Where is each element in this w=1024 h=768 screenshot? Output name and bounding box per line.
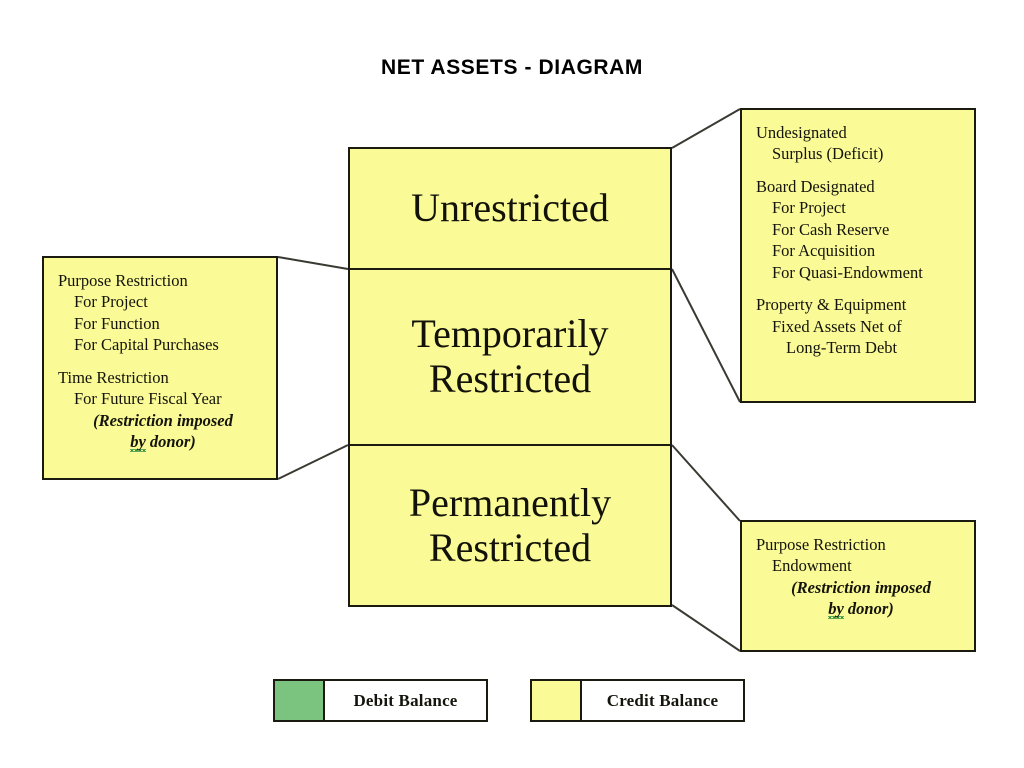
right-top-item-fixed-assets-net-of: Fixed Assets Net of [772,316,902,336]
connector-right-bottom-lower [671,604,741,652]
connector-right-top-lower [671,268,741,403]
connector-right-bottom-upper [671,444,741,522]
legend-swatch-debit [275,681,325,720]
right-top-heading-undesignated: Undesignated [756,123,847,142]
left-heading-time-restriction: Time Restriction [58,367,169,387]
left-spacer [58,356,262,367]
unrestricted-detail-box[interactable]: Undesignated Surplus (Deficit) Board Des… [740,108,976,403]
net-asset-class-temporarily-restricted[interactable]: Temporarily Restricted [348,268,672,446]
unrestricted-label: Unrestricted [411,185,609,231]
net-asset-class-unrestricted[interactable]: Unrestricted [348,147,672,270]
right-bottom-heading-purpose-restriction: Purpose Restriction [756,535,886,554]
legend-item-credit-balance[interactable]: Credit Balance [530,679,745,722]
right-top-item-for-project: For Project [772,198,846,218]
right-top-item-for-cash-reserve: For Cash Reserve [772,219,890,239]
right-top-heading-property-equipment: Property & Equipment [756,295,907,315]
right-top-spacer-1 [756,165,960,176]
permanently-restricted-line-2: Restricted [428,524,592,570]
left-note-line-1: (Restriction imposed [93,410,233,430]
connector-left-lower [277,444,349,480]
temporarily-restricted-line-2: Restricted [428,356,592,401]
legend-item-debit-balance[interactable]: Debit Balance [273,679,488,722]
legend-label-debit: Debit Balance [353,690,458,710]
right-top-item-for-quasi-endowment: For Quasi-Endowment [772,262,923,282]
left-item-for-capital-purchases: For Capital Purchases [74,335,219,355]
right-bottom-note-line-1: (Restriction imposed [791,577,931,597]
right-bottom-item-endowment: Endowment [772,556,852,576]
left-item-for-future-fiscal-year: For Future Fiscal Year [74,389,222,409]
left-restriction-note: (Restriction imposed by donor) [58,410,262,452]
left-item-for-function: For Function [74,313,160,333]
right-bottom-restriction-note: (Restriction imposed by donor) [756,577,960,619]
page-title: NET ASSETS - DIAGRAM [380,56,644,79]
left-note-line-2-rest: donor) [149,431,196,451]
temporarily-restricted-line-1: Temporarily [411,311,609,357]
connector-right-top-upper [671,108,741,149]
right-bottom-note-line-2-rest: donor) [847,598,894,618]
permanently-restricted-line-1: Permanently [408,479,612,525]
right-top-heading-board-designated: Board Designated [756,176,875,196]
right-top-item-long-term-debt: Long-Term Debt [786,337,898,357]
permanently-restricted-detail-box[interactable]: Purpose Restriction Endowment (Restricti… [740,520,976,652]
temporarily-restricted-label: Temporarily Restricted [411,311,609,402]
permanently-restricted-label: Permanently Restricted [408,479,612,571]
right-top-spacer-2 [756,283,960,294]
right-top-item-surplus-deficit: Surplus (Deficit) [772,144,884,164]
right-top-item-for-acquisition: For Acquisition [772,241,876,261]
left-item-for-project: For Project [74,292,148,312]
right-bottom-note-flagged-word: by [828,598,844,618]
temporarily-restricted-detail-box[interactable]: Purpose Restriction For Project For Func… [42,256,278,480]
net-asset-class-permanently-restricted[interactable]: Permanently Restricted [348,444,672,607]
left-note-flagged-word: by [130,431,146,451]
connector-left-upper [277,256,349,270]
left-heading-purpose-restriction: Purpose Restriction [58,271,188,290]
legend-swatch-credit [532,681,582,720]
legend-label-credit: Credit Balance [606,690,719,710]
